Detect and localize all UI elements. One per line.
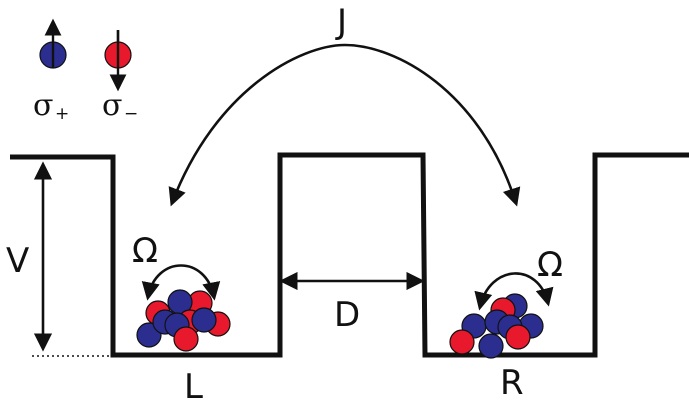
spin-up-symbol: σ xyxy=(33,88,53,123)
right-atom-cluster xyxy=(449,293,544,359)
left-atom-cluster xyxy=(136,289,231,352)
left-well-label: L xyxy=(184,367,203,407)
coupling-label-right: Ω xyxy=(537,245,563,285)
legend-spin-down: σ − xyxy=(102,30,138,124)
spin-up-subscript: + xyxy=(55,104,69,124)
coupling-arc-left xyxy=(141,264,221,301)
atom-red xyxy=(173,326,199,352)
potential-profile xyxy=(10,152,689,358)
barrier-height-label: V xyxy=(6,241,29,281)
tunneling-arc xyxy=(168,43,521,207)
tunneling-label: J xyxy=(335,2,347,42)
barrier-width-label: D xyxy=(334,295,360,335)
atom-red xyxy=(505,324,531,350)
spin-down-subscript: − xyxy=(124,104,138,124)
coupling-arc-right xyxy=(474,272,554,311)
right-well-label: R xyxy=(500,363,524,403)
spin-down-symbol: σ xyxy=(102,88,122,123)
atom-red xyxy=(449,329,475,355)
legend-spin-up: σ + xyxy=(33,18,69,124)
atom-blue xyxy=(478,333,504,359)
coupling-label-left: Ω xyxy=(132,231,158,271)
atom-blue xyxy=(191,307,217,333)
